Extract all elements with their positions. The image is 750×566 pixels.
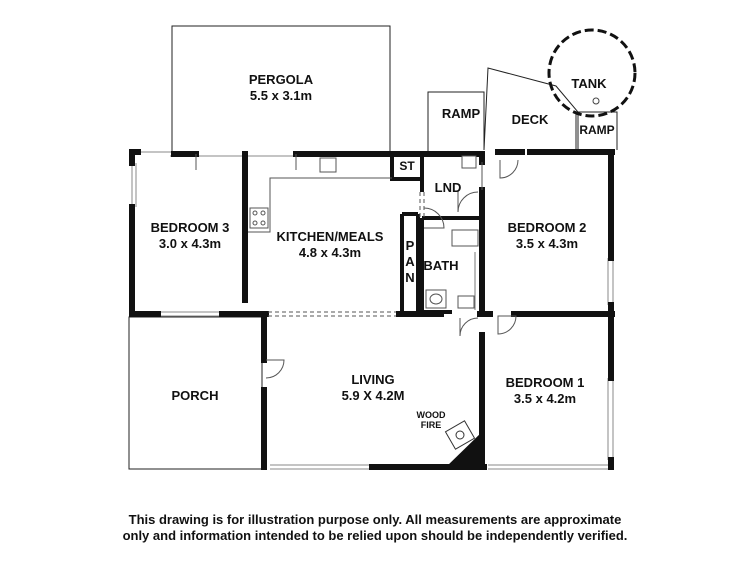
porch-name: PORCH [171,388,219,403]
ramp-right-outline [575,111,618,150]
kitchen-label: KITCHEN/MEALS 4.8 x 4.3m [265,229,395,261]
ramp-left-outline [427,91,485,152]
bedroom3-name: BEDROOM 3 [150,220,230,235]
laundry-tub-icon [461,155,477,169]
ramp-right-label: RAMP [574,122,620,138]
bath-label: BATH [421,258,461,274]
st-name: ST [399,159,415,173]
bedroom2-size: 3.5 x 4.3m [515,236,579,251]
living-name: LIVING [351,372,395,387]
bath-name: BATH [423,258,459,273]
pantry-letter: A [405,254,415,269]
bath-fixtures [425,155,479,310]
porch-label: PORCH [155,388,235,404]
pergola-outline [171,25,391,152]
living-size: 5.9 X 4.2M [341,388,405,403]
bedroom2-label: BEDROOM 2 3.5 x 4.3m [497,220,597,252]
lnd-name: LND [434,180,462,195]
disclaimer: This drawing is for illustration purpose… [0,512,750,544]
kitchen-size: 4.8 x 4.3m [298,245,362,260]
window-lines [131,149,614,470]
bedroom2-name: BEDROOM 2 [507,220,587,235]
tank-label: TANK [566,76,612,92]
interior-walls [390,153,482,314]
deck-outline [483,67,579,151]
deck-name: DECK [511,112,549,127]
bedroom3-size: 3.0 x 4.3m [158,236,222,251]
wood-fire-icon [444,420,484,467]
pergola-label: PERGOLA 5.5 x 3.1m [231,72,331,104]
disclaimer-line1: This drawing is for illustration purpose… [128,512,622,527]
bedroom1-size: 3.5 x 4.2m [513,391,577,406]
sink-icon [319,157,337,173]
bedroom1-name: BEDROOM 1 [505,375,585,390]
tank-name: TANK [571,76,607,91]
pergola-size: 5.5 x 3.1m [249,88,313,103]
ramp-left-label: RAMP [436,106,486,122]
cooktop-icon [249,207,269,229]
pantry-letter: N [405,270,415,285]
wood-fire-label: WOOD FIRE [410,410,452,430]
basin-icon [425,289,447,309]
wood-fire-line2: FIRE [420,420,442,430]
pantry-letter: P [405,238,415,253]
walls [129,149,615,470]
ramp-left-name: RAMP [441,106,481,121]
pergola-name: PERGOLA [248,72,314,87]
kitchen-bench [248,157,392,233]
deck-label: DECK [505,112,555,128]
wood-fire-line1: WOOD [416,410,446,420]
door-swings [195,154,519,379]
toilet-icon [457,295,475,309]
pantry-label: P A N [403,238,417,286]
bathtub-icon [451,229,479,247]
lnd-label: LND [428,180,468,196]
kitchen-name: KITCHEN/MEALS [276,229,384,244]
st-label: ST [394,158,420,174]
ramp-right-name: RAMP [579,123,615,137]
tank-icon [547,28,637,118]
bedroom3-label: BEDROOM 3 3.0 x 4.3m [140,220,240,252]
bedroom1-label: BEDROOM 1 3.5 x 4.2m [495,375,595,407]
disclaimer-line2: only and information intended to be reli… [122,528,628,543]
living-label: LIVING 5.9 X 4.2M [323,372,423,404]
openings [268,192,425,317]
